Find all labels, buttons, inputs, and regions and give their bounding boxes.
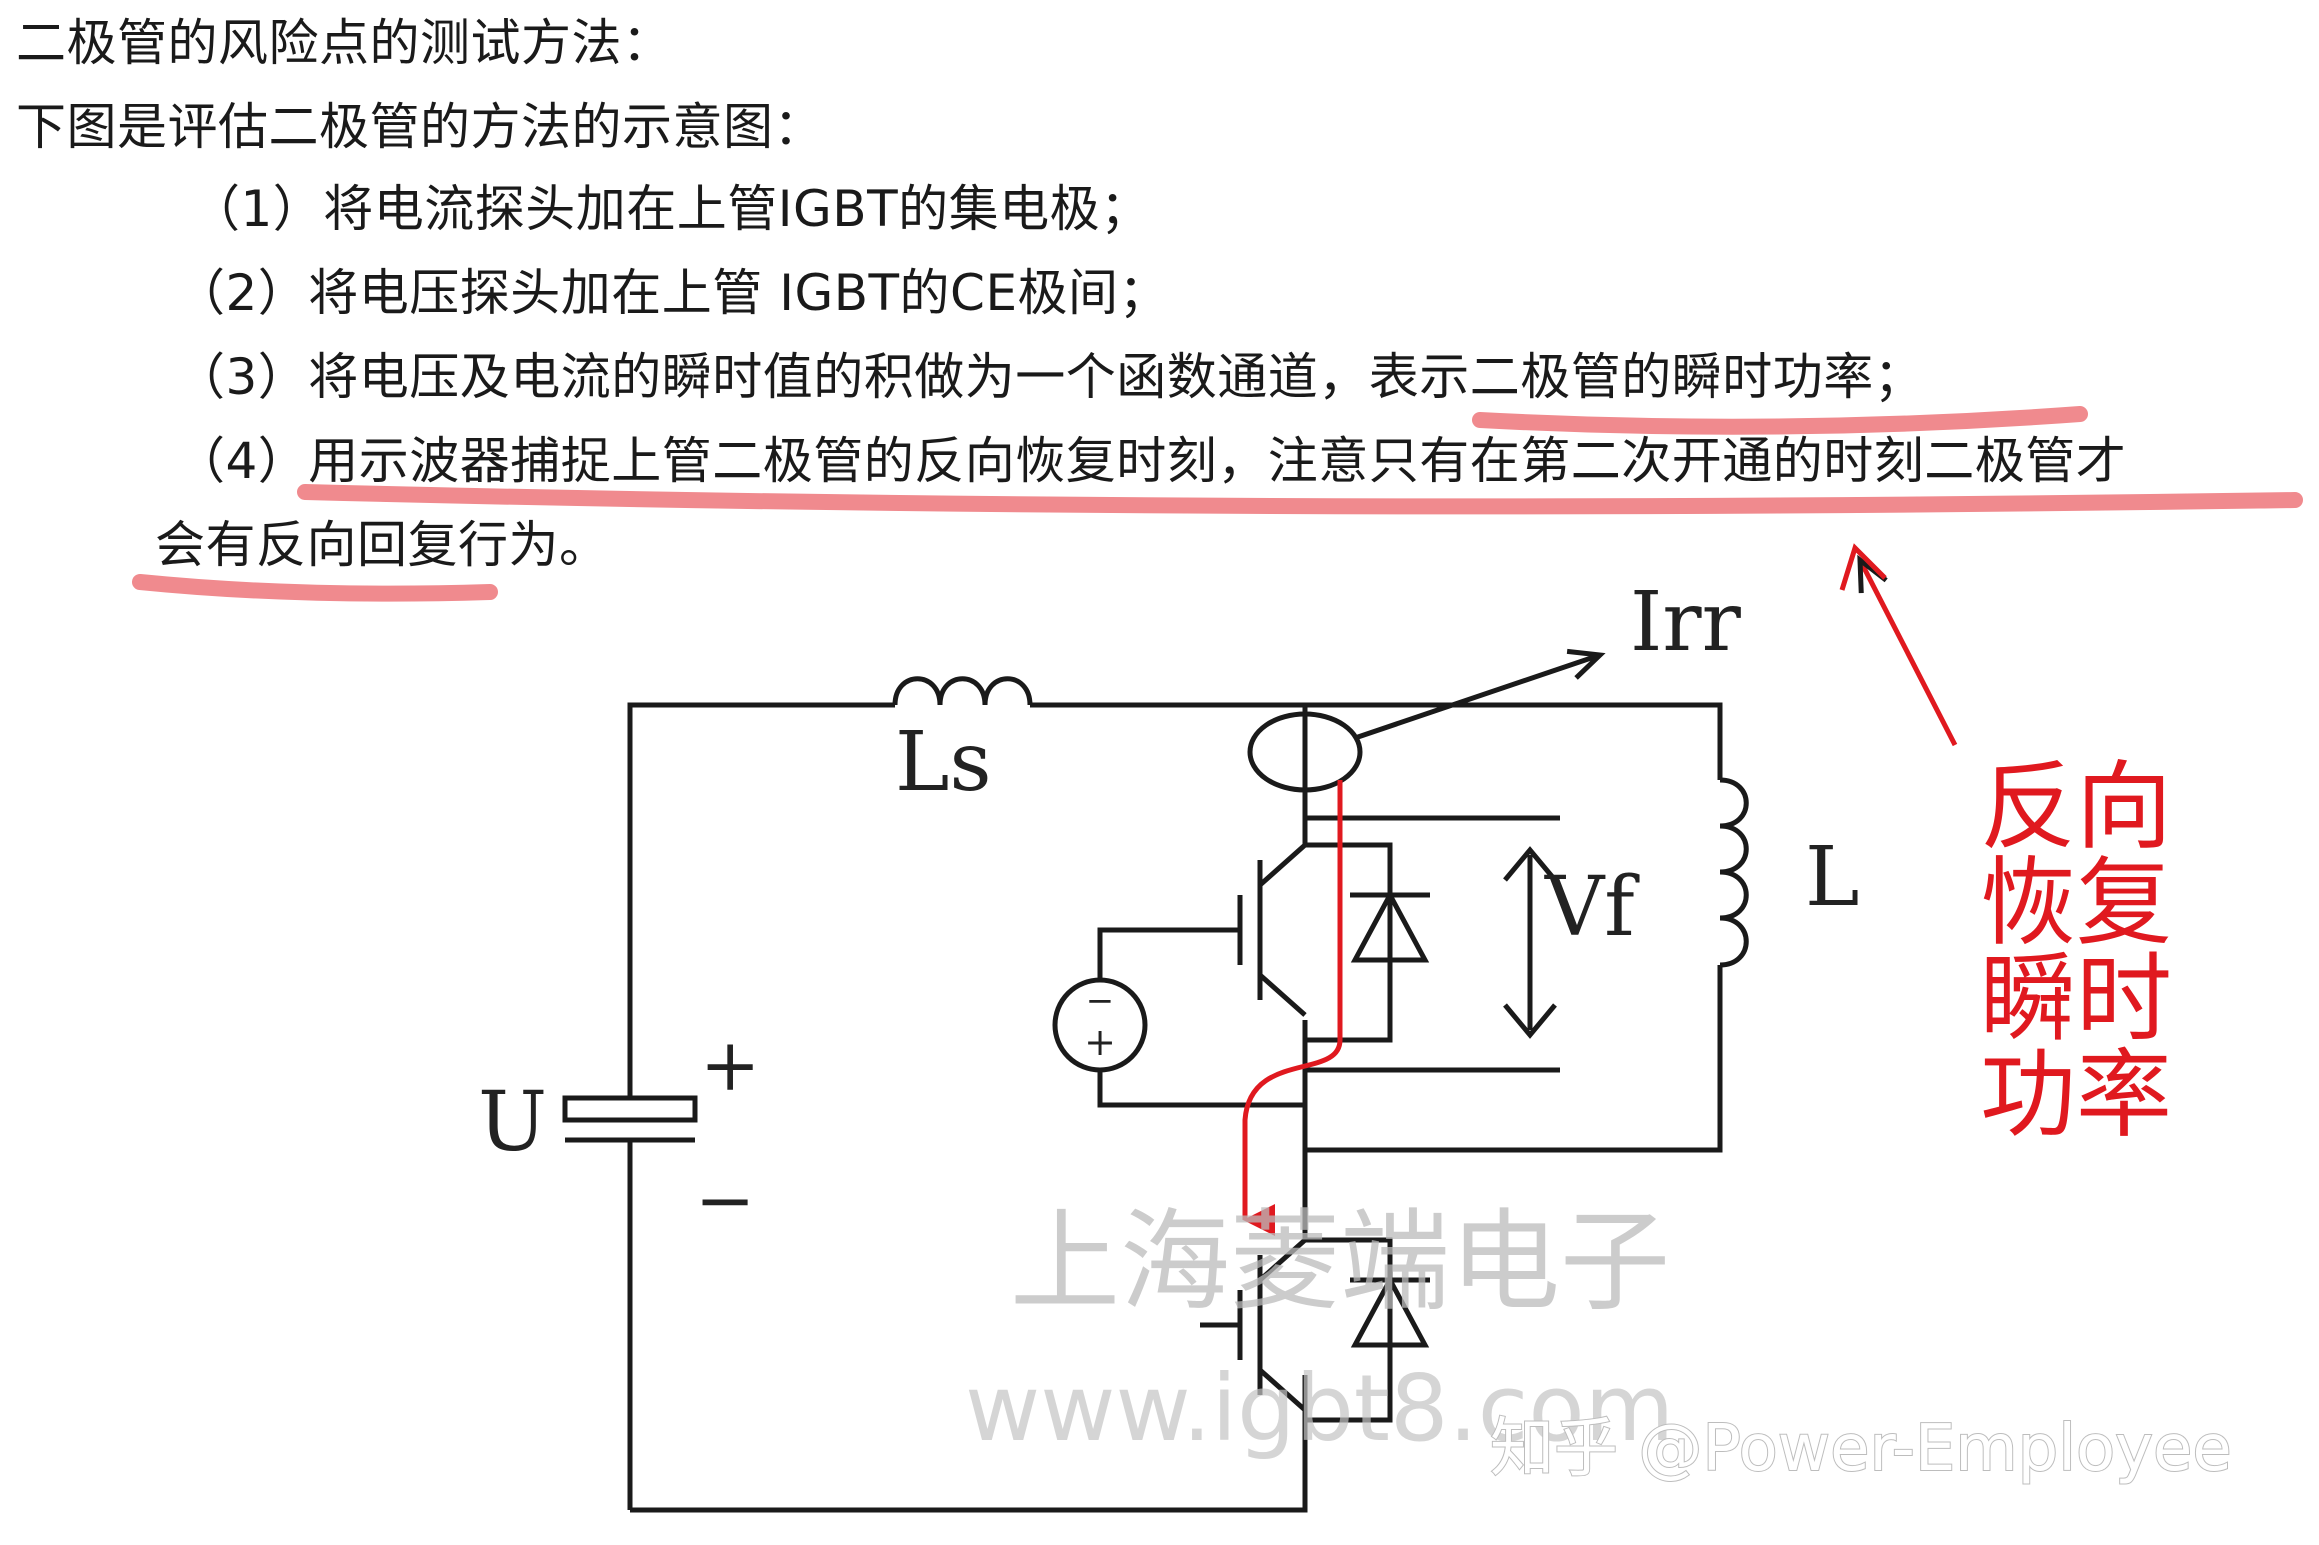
annotation-line-2: 恢复 bbox=[1980, 847, 2172, 959]
vf-arrow bbox=[1503, 846, 1557, 1039]
label-l: L bbox=[1805, 830, 1859, 925]
step-3-text: （3）将电压及电流的瞬时值的积做为一个函数通道，表示二极管的瞬时功率； bbox=[175, 348, 1925, 406]
bottom-diode bbox=[1350, 1265, 1430, 1400]
vf-bars bbox=[1305, 815, 1560, 1073]
gate-source bbox=[1052, 927, 1305, 1108]
current-path-arrow bbox=[1242, 780, 1343, 1236]
inductor-l bbox=[1719, 777, 1749, 968]
inductor-ls bbox=[892, 676, 1033, 706]
step-1-text: （1）将电流探头加在上管IGBT的集电极； bbox=[190, 180, 1151, 238]
underline-step-3 bbox=[1472, 406, 2088, 435]
source-minus-sign: − bbox=[1086, 981, 1115, 1021]
annotation-line-3: 瞬时 bbox=[1980, 943, 2172, 1055]
bottom-igbt bbox=[1200, 1237, 1393, 1510]
label-ls: Ls bbox=[895, 715, 992, 810]
dc-source-capacitor bbox=[562, 1090, 698, 1160]
step-4-text-line-2: 会有反向回复行为。 bbox=[155, 516, 610, 574]
source-plus-sign: + bbox=[1084, 1020, 1116, 1064]
heading-title: 二极管的风险点的测试方法： bbox=[16, 14, 673, 72]
underline-step-4-cont bbox=[132, 574, 498, 602]
zhihu-credit: 知乎 @Power-Employee bbox=[1490, 1412, 2232, 1486]
circuit-wires bbox=[627, 702, 1723, 1513]
label-u: U bbox=[478, 1075, 547, 1170]
step-2-text: （2）将电压探头加在上管 IGBT的CE极间； bbox=[175, 264, 1170, 322]
label-irr: Irr bbox=[1630, 575, 1742, 670]
top-diode bbox=[1350, 875, 1430, 1010]
highlight-underlines bbox=[132, 406, 2303, 602]
watermark-url: www.igbt8.com bbox=[965, 1355, 1674, 1462]
label-minus: − bbox=[695, 1158, 755, 1242]
current-probe bbox=[1247, 711, 1363, 793]
annotation-text: 反向 恢复 瞬时 功率 bbox=[1980, 751, 2172, 1151]
right-loop-wire bbox=[1030, 702, 1723, 1153]
left-wire bbox=[627, 702, 895, 1510]
label-vf: Vf bbox=[1544, 860, 1640, 955]
watermark-company: 上海菱端电子 bbox=[1010, 1198, 1670, 1326]
annotation-line-4: 功率 bbox=[1980, 1039, 2172, 1151]
intro-text: 下图是评估二极管的方法的示意图： bbox=[16, 98, 824, 156]
annotation-arrow bbox=[1857, 554, 1958, 747]
annotation-line-1: 反向 bbox=[1980, 751, 2172, 863]
step-4-text-line-1: （4）用示波器捕捉上管二极管的反向恢复时刻，注意只有在第二次开通的时刻二极管才 bbox=[175, 432, 2127, 490]
irr-arrow bbox=[1354, 648, 1606, 741]
annotation-arrow-head bbox=[1839, 543, 1887, 591]
underline-step-4 bbox=[297, 484, 2303, 515]
label-plus: + bbox=[700, 1023, 760, 1107]
